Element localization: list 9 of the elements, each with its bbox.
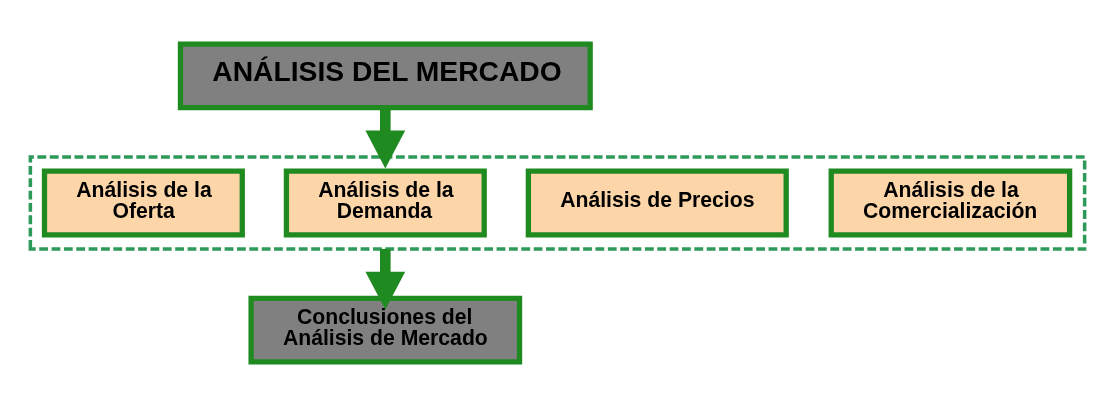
cluster <box>28 154 1087 251</box>
arrow <box>365 107 406 168</box>
node-box: Conclusiones del Análisis de Mercado <box>248 295 523 365</box>
node-box: Análisis de la Comercialización <box>828 168 1073 237</box>
arrow <box>365 248 406 310</box>
node-box: Análisis de la Oferta <box>41 168 245 237</box>
node-box: ANÁLISIS DEL MERCADO <box>177 40 593 110</box>
node-box: Análisis de Precios <box>525 168 789 237</box>
node-box: Análisis de la Demanda <box>283 168 487 237</box>
